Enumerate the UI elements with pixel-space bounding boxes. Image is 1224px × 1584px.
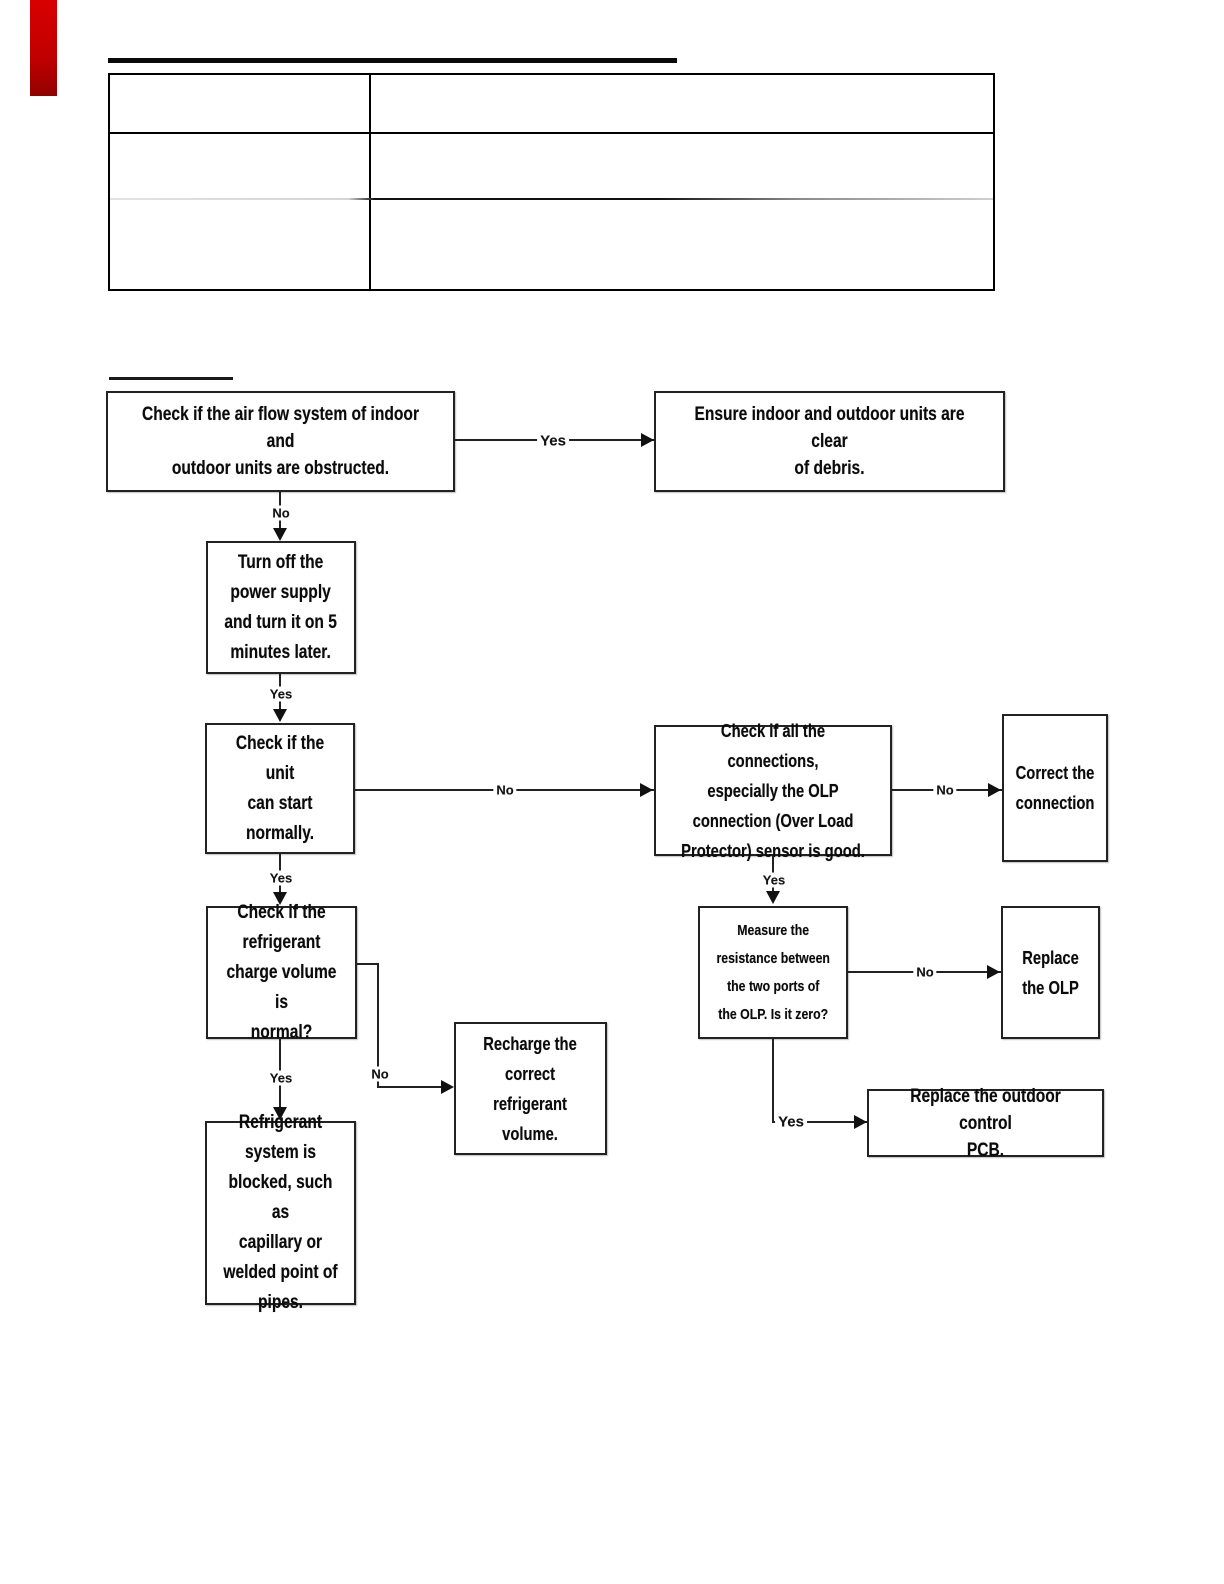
node-text: Refrigerant system is blocked, such as c… [223,1112,338,1313]
branch-label: Yes [266,1070,296,1086]
node-airflow-check: Check if the air flow system of indoor a… [106,391,455,492]
empty-table [108,73,995,291]
connector-line [377,1086,442,1088]
node-replace-olp: Replace the OLP [1001,906,1100,1039]
red-margin-marker [30,0,57,96]
table-cell [110,134,369,198]
node-text: Replace the OLP [1022,947,1079,998]
connector-line [377,963,379,1088]
branch-label: Yes [537,432,569,450]
node-olp-resistance: Measure the resistance between the two p… [698,906,848,1039]
branch-label: Yes [759,872,789,888]
node-text: Turn off the power supply and turn it on… [224,551,338,663]
table-row-line-1 [110,132,993,134]
arrowhead-right [640,783,653,797]
connector-line [772,1121,867,1123]
branch-label: No [269,505,293,521]
arrowhead-down [273,1107,287,1120]
node-text: Check if all the connections, especially… [681,720,865,861]
branch-label: Yes [266,686,296,702]
branch-label: No [913,964,937,980]
node-text: Recharge the correct refrigerant volume. [483,1033,578,1144]
table-cell [110,75,369,132]
branch-label: Yes [775,1113,807,1131]
table-cell [371,75,993,132]
node-recharge: Recharge the correct refrigerant volume. [454,1022,607,1155]
node-text: Ensure indoor and outdoor units are clea… [694,404,965,479]
node-unit-start-check: Check if the unit can start normally. [205,723,355,854]
node-text: Check if the refrigerant charge volume i… [226,901,337,1043]
branch-label: Yes [266,870,296,886]
branch-label: No [933,782,957,798]
arrowhead-right [441,1080,454,1094]
node-power-cycle: Turn off the power supply and turn it on… [206,541,356,674]
table-cell [110,200,369,289]
arrowhead-down [273,709,287,722]
heading-underline [109,377,233,380]
node-text: Check if the unit can start normally. [235,732,325,844]
branch-label: No [493,782,517,798]
branch-label: No [368,1066,392,1082]
table-cell [371,134,993,198]
node-refrigerant-blocked: Refrigerant system is blocked, such as c… [205,1112,356,1313]
arrowhead-down [273,528,287,541]
section-rule [108,58,677,63]
node-clear-debris: Ensure indoor and outdoor units are clea… [654,391,1005,492]
node-text: Measure the resistance between the two p… [716,921,830,1023]
table-row-line-2 [110,198,993,200]
arrowhead-down [766,891,780,904]
connector-line [357,963,379,965]
table-column-divider [369,75,371,289]
node-correct-connection: Correct the connection [1002,714,1108,862]
arrowhead-right [988,783,1001,797]
arrowhead-down [273,892,287,905]
node-text: Check if the air flow system of indoor a… [141,404,420,479]
table-cell [371,200,993,289]
connector-line [772,1039,774,1123]
node-text: Replace the outdoor control PCB. [910,1085,1061,1161]
node-refrigerant-check: Check if the refrigerant charge volume i… [206,902,357,1043]
node-text: Correct the connection [1015,763,1095,813]
node-connections-check: Check if all the connections, especially… [654,721,892,861]
node-replace-pcb: Replace the outdoor control PCB. [867,1086,1104,1161]
arrowhead-right [641,433,654,447]
arrowhead-right [854,1115,867,1129]
arrowhead-right [987,965,1000,979]
